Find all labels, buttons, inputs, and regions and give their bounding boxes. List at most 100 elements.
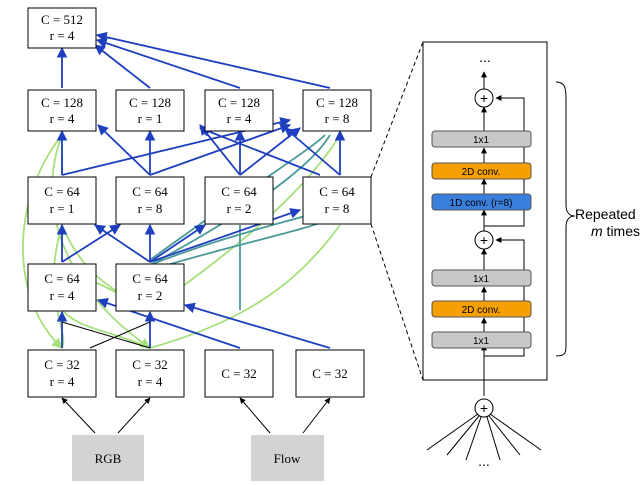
node-l5-a: C = 32 r = 4 bbox=[27, 349, 97, 398]
node-l3-b-c: C = 64 bbox=[132, 184, 168, 199]
edge-blue-l2c-top bbox=[95, 37, 241, 89]
layer-1x1-mid: 1x1 bbox=[431, 269, 532, 287]
edge-blue-l3b-l2a bbox=[97, 124, 151, 176]
plus-bottom-label: + bbox=[480, 400, 488, 416]
node-l4-b-r: r = 2 bbox=[138, 288, 163, 303]
edge-blue-l3d-l2c2 bbox=[198, 126, 321, 176]
node-l3-a: C = 64 r = 1 bbox=[27, 176, 97, 225]
node-l3-b: C = 64 r = 8 bbox=[115, 176, 185, 225]
layer-1x1-mid-label: 1x1 bbox=[473, 274, 490, 285]
edge-rgb-l5b bbox=[117, 397, 151, 434]
repeat-brace bbox=[555, 81, 576, 357]
node-l5-c: C = 32 bbox=[204, 349, 274, 398]
edge-rgb-l5a bbox=[61, 397, 96, 434]
plus-bottom: + bbox=[474, 398, 494, 418]
node-l3-c: C = 64 r = 2 bbox=[204, 176, 274, 225]
layer-1x1-bottom: 1x1 bbox=[431, 331, 532, 349]
layer-1x1-top-label: 1x1 bbox=[473, 135, 490, 146]
edge-teal-5 bbox=[149, 134, 331, 266]
node-l3-c-r: r = 2 bbox=[227, 201, 252, 216]
edge-green-2 bbox=[51, 134, 151, 349]
input-flow-label: Flow bbox=[274, 451, 301, 466]
zoom-line-bottom bbox=[370, 223, 424, 381]
node-l5-b-r: r = 4 bbox=[138, 374, 163, 389]
node-l5-a-c: C = 32 bbox=[44, 357, 80, 372]
fan-in-lines bbox=[426, 413, 542, 461]
node-l3-b-r: r = 8 bbox=[138, 201, 163, 216]
node-l2-a-r: r = 4 bbox=[50, 111, 75, 126]
edge-green-1 bbox=[22, 134, 63, 349]
edges-black bbox=[61, 321, 331, 434]
edges-blue bbox=[56, 31, 346, 349]
node-l2-d-c: C = 128 bbox=[316, 95, 358, 110]
repeat-label-line2: m times bbox=[591, 223, 640, 239]
node-l4-a: C = 64 r = 4 bbox=[27, 263, 97, 312]
plus-mid-label: + bbox=[480, 232, 488, 248]
layer-2dconv-bottom-label: 2D conv. bbox=[462, 305, 501, 316]
edge-blue-l4a-l3b bbox=[61, 224, 121, 263]
edge-flow-l5c bbox=[239, 397, 271, 434]
edge-blue-l3d-l2c bbox=[284, 127, 341, 176]
edge-blue-l4b-l3a bbox=[94, 224, 151, 263]
node-top: C = 512 r = 4 bbox=[27, 7, 97, 49]
node-l2-a-c: C = 128 bbox=[41, 95, 83, 110]
node-l3-d-c: C = 64 bbox=[319, 184, 355, 199]
edge-blue-l3c-l2d bbox=[239, 127, 301, 176]
node-l5-a-r: r = 4 bbox=[50, 374, 75, 389]
plus-top-label: + bbox=[480, 90, 488, 106]
edge-flow-l5d bbox=[302, 397, 331, 434]
node-l2-d-r: r = 8 bbox=[325, 111, 350, 126]
edge-teal-4 bbox=[149, 134, 326, 261]
node-top-c: C = 512 bbox=[41, 12, 83, 27]
plus-mid: + bbox=[474, 230, 494, 250]
block-ellipsis-top: ... bbox=[479, 49, 491, 65]
node-l5-c-c: C = 32 bbox=[221, 366, 257, 381]
layer-1dconv: 1D conv. (r=8) bbox=[431, 193, 532, 211]
node-l2-a: C = 128 r = 4 bbox=[27, 89, 97, 132]
input-rgb-label: RGB bbox=[95, 451, 122, 466]
edge-blue-l3c-l2c2 bbox=[199, 124, 241, 176]
node-l3-a-c: C = 64 bbox=[44, 184, 80, 199]
node-l2-c-c: C = 128 bbox=[218, 95, 260, 110]
node-l2-c-r: r = 4 bbox=[227, 111, 252, 126]
repeat-label-line1: Repeated bbox=[575, 206, 636, 222]
edge-green-6 bbox=[61, 309, 151, 349]
node-l4-a-c: C = 64 bbox=[44, 271, 80, 286]
edge-black-l4b-l5a bbox=[89, 321, 151, 349]
node-l5-b-c: C = 32 bbox=[132, 357, 168, 372]
node-l5-d-c: C = 32 bbox=[312, 366, 348, 381]
edge-black-l4a-l5b bbox=[61, 321, 151, 349]
node-l3-d-r: r = 8 bbox=[325, 201, 350, 216]
layer-2dconv-top: 2D conv. bbox=[431, 162, 532, 180]
node-l4-a-r: r = 4 bbox=[50, 288, 75, 303]
layer-1dconv-label: 1D conv. (r=8) bbox=[450, 198, 513, 209]
node-l3-c-c: C = 64 bbox=[221, 184, 257, 199]
node-top-r: r = 4 bbox=[50, 28, 75, 43]
node-l2-b-r: r = 1 bbox=[138, 111, 163, 126]
node-l4-b: C = 64 r = 2 bbox=[115, 263, 185, 312]
node-l2-b: C = 128 r = 1 bbox=[115, 89, 185, 132]
layer-2dconv-bottom: 2D conv. bbox=[431, 300, 532, 318]
layer-2dconv-top-label: 2D conv. bbox=[462, 167, 501, 178]
edge-blue-l2d-top bbox=[95, 31, 331, 89]
block-connectors bbox=[481, 71, 525, 396]
plus-top: + bbox=[474, 88, 494, 108]
layer-1x1-bottom-label: 1x1 bbox=[473, 336, 490, 347]
node-l2-d: C = 128 r = 8 bbox=[302, 89, 372, 132]
node-l2-c: C = 128 r = 4 bbox=[204, 89, 274, 132]
edge-blue-l2b-top bbox=[94, 44, 151, 89]
node-l3-a-r: r = 1 bbox=[50, 201, 75, 216]
edge-blue-l4b-l3c bbox=[149, 224, 206, 263]
edge-blue-l5d-l4b bbox=[183, 302, 331, 349]
input-flow: Flow bbox=[251, 435, 324, 481]
input-rgb: RGB bbox=[72, 435, 144, 481]
edge-green-8 bbox=[149, 224, 341, 349]
block-ellipsis-bottom: ... bbox=[478, 453, 490, 469]
edge-blue-l4b-l3d bbox=[149, 208, 302, 263]
node-l5-b: C = 32 r = 4 bbox=[115, 349, 185, 398]
node-l5-d: C = 32 bbox=[295, 349, 365, 398]
layer-1x1-top: 1x1 bbox=[431, 130, 532, 148]
node-l3-d: C = 64 r = 8 bbox=[302, 176, 372, 225]
